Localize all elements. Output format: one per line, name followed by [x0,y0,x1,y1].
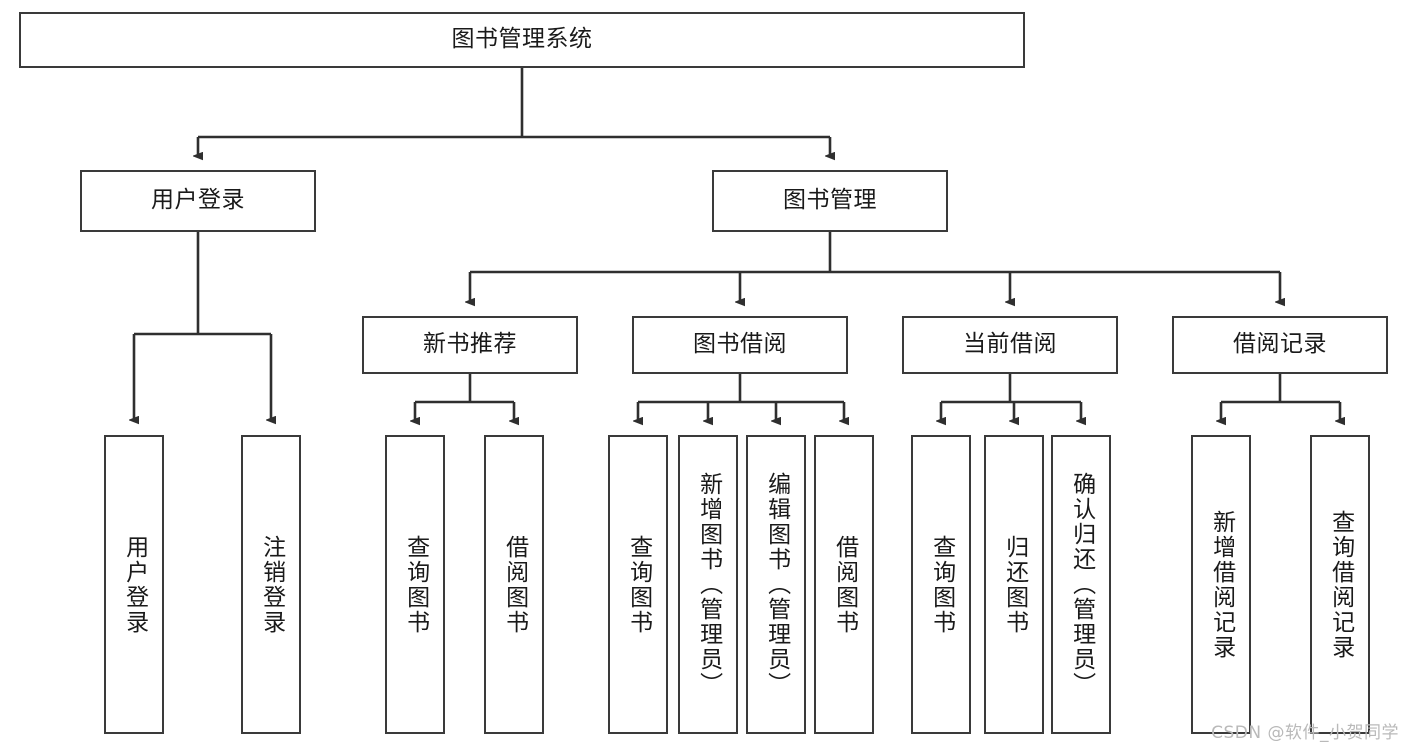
node-leaf-query-borrow-record-label: 查询借阅记录 [1327,509,1354,660]
node-current-borrow[interactable]: 当前借阅 [902,316,1118,374]
node-leaf-query-book-rec[interactable]: 查询图书 [385,435,445,734]
node-user-login[interactable]: 用户登录 [80,170,316,232]
node-leaf-return-book[interactable]: 归还图书 [984,435,1044,734]
node-root-label: 图书管理系统 [451,26,593,53]
node-leaf-user-login[interactable]: 用户登录 [104,435,164,734]
node-leaf-query-book-current[interactable]: 查询图书 [911,435,971,734]
node-leaf-borrow-book-label: 借阅图书 [831,534,858,635]
node-book-borrow-label: 图书借阅 [693,331,787,358]
node-leaf-query-book-rec-label: 查询图书 [402,534,429,635]
node-leaf-borrow-book[interactable]: 借阅图书 [814,435,874,734]
node-root[interactable]: 图书管理系统 [19,12,1025,68]
node-leaf-add-book-admin-label: 新增图书（管理员） [695,472,722,697]
node-leaf-query-book-borrow[interactable]: 查询图书 [608,435,668,734]
node-leaf-add-borrow-record-label: 新增借阅记录 [1208,509,1235,660]
node-book-borrow[interactable]: 图书借阅 [632,316,848,374]
node-leaf-query-book-borrow-label: 查询图书 [625,534,652,635]
node-book-management-label: 图书管理 [783,187,877,214]
node-leaf-confirm-return-admin[interactable]: 确认归还（管理员） [1051,435,1111,734]
node-leaf-query-borrow-record[interactable]: 查询借阅记录 [1310,435,1370,734]
node-leaf-return-book-label: 归还图书 [1001,534,1028,635]
node-leaf-borrow-book-rec-label: 借阅图书 [501,534,528,635]
node-leaf-add-borrow-record[interactable]: 新增借阅记录 [1191,435,1251,734]
node-borrow-record[interactable]: 借阅记录 [1172,316,1388,374]
node-borrow-record-label: 借阅记录 [1233,331,1327,358]
node-leaf-logout[interactable]: 注销登录 [241,435,301,734]
node-leaf-edit-book-admin[interactable]: 编辑图书（管理员） [746,435,806,734]
node-leaf-logout-label: 注销登录 [258,534,285,635]
node-leaf-edit-book-admin-label: 编辑图书（管理员） [763,472,790,697]
csdn-watermark: CSDN @软件_小贺同学 [1211,723,1399,743]
node-leaf-add-book-admin[interactable]: 新增图书（管理员） [678,435,738,734]
node-leaf-confirm-return-admin-label: 确认归还（管理员） [1068,472,1095,697]
node-book-management[interactable]: 图书管理 [712,170,948,232]
node-user-login-label: 用户登录 [151,187,245,214]
node-new-book-recommend[interactable]: 新书推荐 [362,316,578,374]
node-new-book-recommend-label: 新书推荐 [423,331,517,358]
node-leaf-query-book-current-label: 查询图书 [928,534,955,635]
node-leaf-user-login-label: 用户登录 [121,534,148,635]
node-current-borrow-label: 当前借阅 [963,331,1057,358]
node-leaf-borrow-book-rec[interactable]: 借阅图书 [484,435,544,734]
